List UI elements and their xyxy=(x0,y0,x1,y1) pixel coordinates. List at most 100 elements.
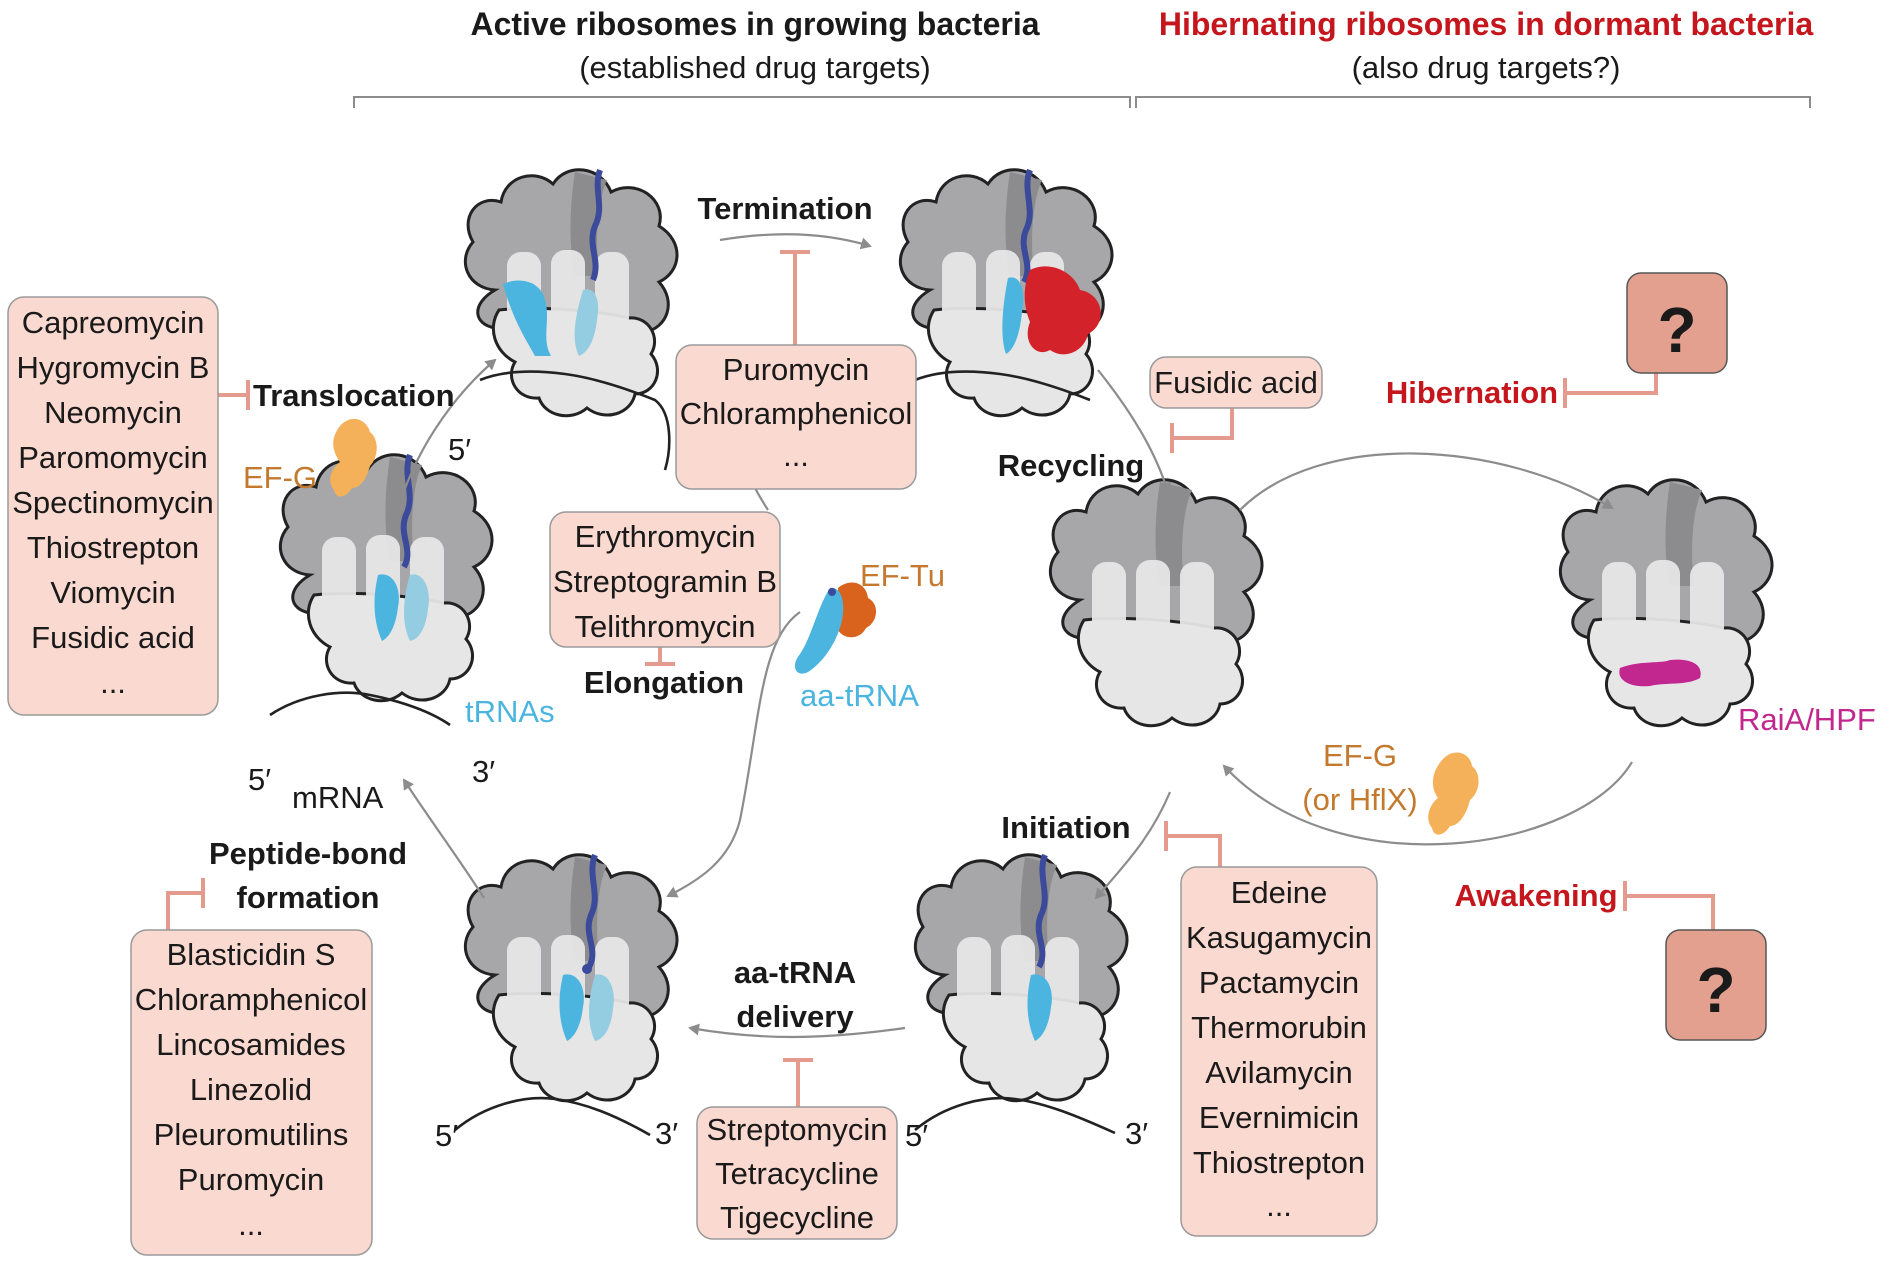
label-5-prime: 5′ xyxy=(435,1118,458,1153)
arrow-aatrna-delivery xyxy=(688,1023,906,1039)
inhibit-hibernation xyxy=(1563,372,1658,408)
label-aa-trna: aa-tRNA xyxy=(800,678,919,713)
stage-initiation: Initiation xyxy=(1001,810,1130,845)
drug-blasticidin-s: Blasticidin S xyxy=(167,937,336,972)
label-5-prime: 5′ xyxy=(248,762,271,797)
arrow-awakening xyxy=(1222,761,1633,846)
drug-ellipsis: ... xyxy=(100,665,126,700)
drug-evernimicin: Evernimicin xyxy=(1199,1100,1359,1135)
ribosome-initiation xyxy=(913,853,1129,1135)
stage-peptide-bond-line1: Peptide-bond xyxy=(209,836,407,871)
drug-capreomycin: Capreomycin xyxy=(22,305,205,340)
label-ef-g: EF-G xyxy=(243,460,317,495)
drug-edeine: Edeine xyxy=(1231,875,1328,910)
inhibit-initiation xyxy=(1164,821,1222,867)
hibernating-subtitle: (also drug targets?) xyxy=(1352,50,1621,85)
drug-ellipsis: ... xyxy=(1266,1188,1292,1223)
drug-box-peptide-bond: Blasticidin S Chloramphenicol Lincosamid… xyxy=(130,929,373,1256)
ribosome-translocated xyxy=(463,168,679,471)
drug-box-termination: Puromycin Chloramphenicol ... xyxy=(675,344,917,490)
hibernating-bracket xyxy=(1135,96,1811,108)
inhibit-awakening xyxy=(1623,881,1715,930)
question-mark: ? xyxy=(1696,954,1735,1026)
drug-puromycin: Puromycin xyxy=(723,352,869,387)
ef-g-shape xyxy=(330,418,377,497)
drug-chloramphenicol: Chloramphenicol xyxy=(135,982,368,1017)
drug-ellipsis: ... xyxy=(238,1207,264,1242)
label-ef-tu: EF-Tu xyxy=(860,558,945,593)
drug-telithromycin: Telithromycin xyxy=(575,609,756,644)
drug-box-initiation: Edeine Kasugamycin Pactamycin Thermorubi… xyxy=(1180,866,1378,1237)
drug-thermorubin: Thermorubin xyxy=(1191,1010,1367,1045)
drug-box-delivery: Streptomycin Tetracycline Tigecycline xyxy=(696,1106,898,1240)
stage-aatrna-delivery-line2: delivery xyxy=(736,999,854,1034)
drug-puromycin: Puromycin xyxy=(178,1162,324,1197)
label-efg-awaken-line2: (or HflX) xyxy=(1302,782,1417,817)
label-raia-hpf: RaiA/HPF xyxy=(1738,702,1876,737)
drug-pactamycin: Pactamycin xyxy=(1199,965,1359,1000)
drug-kasugamycin: Kasugamycin xyxy=(1186,920,1372,955)
drug-hygromycin-b: Hygromycin B xyxy=(17,350,210,385)
drug-thiostrepton: Thiostrepton xyxy=(1193,1145,1365,1180)
unknown-awakening-inhibitor: ? xyxy=(1665,929,1767,1041)
hibernating-title: Hibernating ribosomes in dormant bacteri… xyxy=(1159,6,1814,42)
drug-fusidic-acid: Fusidic acid xyxy=(1154,365,1318,400)
drug-thiostrepton: Thiostrepton xyxy=(27,530,199,565)
active-title: Active ribosomes in growing bacteria xyxy=(470,6,1039,42)
arrow-initiation xyxy=(1094,791,1172,900)
drug-erythromycin: Erythromycin xyxy=(575,519,756,554)
stage-peptide-bond-line2: formation xyxy=(237,880,380,915)
stage-awakening: Awakening xyxy=(1454,878,1617,913)
arrow-translocation xyxy=(398,358,497,504)
drug-viomycin: Viomycin xyxy=(50,575,175,610)
inhibit-translocation xyxy=(218,380,250,410)
inhibit-termination xyxy=(780,250,810,345)
drug-tigecycline: Tigecycline xyxy=(720,1200,874,1235)
label-trnas: tRNAs xyxy=(465,694,555,729)
label-5-prime: 5′ xyxy=(905,1118,928,1153)
label-mrna: mRNA xyxy=(292,780,384,815)
drug-lincosamides: Lincosamides xyxy=(156,1027,346,1062)
active-subtitle: (established drug targets) xyxy=(579,50,931,85)
arrow-eftu-delivery xyxy=(666,611,801,898)
drug-tetracycline: Tetracycline xyxy=(715,1156,879,1191)
ribosome-pretranslocation xyxy=(269,453,494,727)
drug-box-recycling: Fusidic acid xyxy=(1149,356,1323,409)
drug-fusidic-acid: Fusidic acid xyxy=(31,620,195,655)
label-efg-awaken-line1: EF-G xyxy=(1323,738,1397,773)
arrow-hibernation xyxy=(1239,452,1614,511)
stage-hibernation: Hibernation xyxy=(1386,375,1558,410)
inhibit-recycling xyxy=(1170,408,1234,453)
aa-trna-shape xyxy=(794,587,844,674)
drug-paromomycin: Paromomycin xyxy=(18,440,208,475)
hibernating-header: Hibernating ribosomes in dormant bacteri… xyxy=(1135,6,1814,108)
ef-g-awaken-shape xyxy=(1428,752,1479,835)
ribosome-vacant xyxy=(1048,478,1264,728)
active-header: Active ribosomes in growing bacteria (es… xyxy=(353,6,1131,108)
drug-linezolid: Linezolid xyxy=(190,1072,312,1107)
drug-pleuromutilins: Pleuromutilins xyxy=(154,1117,349,1152)
stage-recycling: Recycling xyxy=(998,448,1144,483)
ribosome-hibernating xyxy=(1558,478,1774,728)
label-3-prime: 3′ xyxy=(655,1116,678,1151)
arrow-peptide-bond xyxy=(402,778,485,899)
ribosome-termination xyxy=(898,168,1114,418)
drug-avilamycin: Avilamycin xyxy=(1205,1055,1353,1090)
label-3-prime: 3′ xyxy=(1125,1116,1148,1151)
active-bracket xyxy=(353,96,1131,108)
drug-ellipsis: ... xyxy=(783,438,809,473)
stage-aatrna-delivery-line1: aa-tRNA xyxy=(734,955,856,990)
unknown-hibernation-inhibitor: ? xyxy=(1626,272,1728,374)
drug-spectinomycin: Spectinomycin xyxy=(12,485,214,520)
drug-neomycin: Neomycin xyxy=(44,395,182,430)
stage-termination: Termination xyxy=(697,191,872,226)
drug-chloramphenicol: Chloramphenicol xyxy=(680,396,913,431)
drug-box-elongation: Erythromycin Streptogramin B Telithromyc… xyxy=(549,511,781,648)
stage-elongation: Elongation xyxy=(584,665,744,700)
arrow-termination xyxy=(719,233,872,250)
drug-streptogramin-b: Streptogramin B xyxy=(553,564,777,599)
drug-streptomycin: Streptomycin xyxy=(707,1112,888,1147)
arrow-recycling xyxy=(1097,369,1172,494)
label-3-prime: 3′ xyxy=(472,754,495,789)
